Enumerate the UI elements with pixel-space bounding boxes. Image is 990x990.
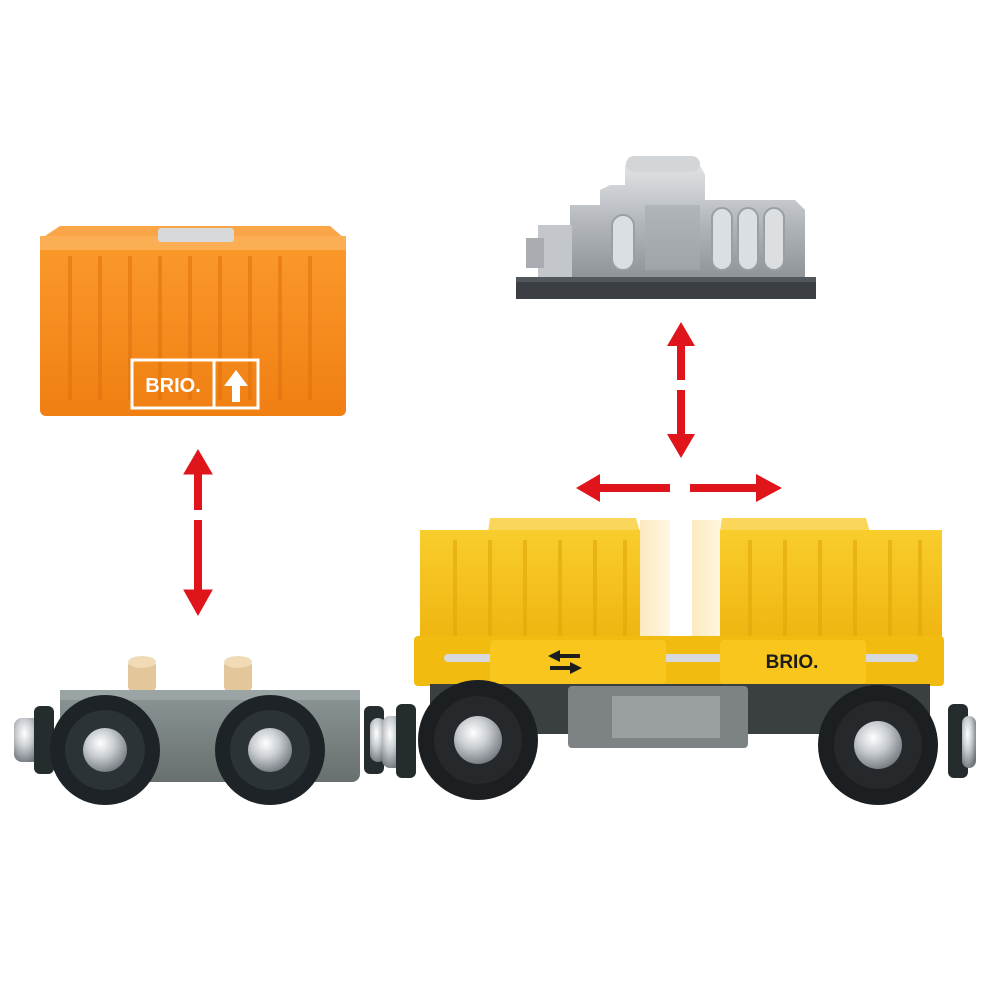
- magnet-icon: [158, 228, 234, 242]
- horizontal-arrow: [576, 474, 782, 502]
- wheel: [50, 695, 160, 805]
- silver-engine-load: [516, 156, 816, 299]
- yellow-container-right: [720, 518, 942, 650]
- orange-container: BRIO.: [40, 226, 346, 416]
- wagon-brand-label: BRIO.: [766, 652, 819, 673]
- wooden-peg: [224, 656, 252, 692]
- wooden-peg: [128, 656, 156, 692]
- vertical-arrow-right: [667, 322, 695, 458]
- wheel: [418, 680, 538, 800]
- swap-arrows-icon: [548, 650, 582, 674]
- wheel: [215, 695, 325, 805]
- up-arrow-icon: [224, 370, 248, 402]
- vertical-arrow-left: [183, 449, 213, 617]
- yellow-container-left: [420, 518, 640, 650]
- wheel: [818, 685, 938, 805]
- container-brand-label: BRIO.: [145, 375, 201, 397]
- small-wagon: [14, 656, 386, 805]
- yellow-container-wagon: BRIO.: [382, 518, 976, 805]
